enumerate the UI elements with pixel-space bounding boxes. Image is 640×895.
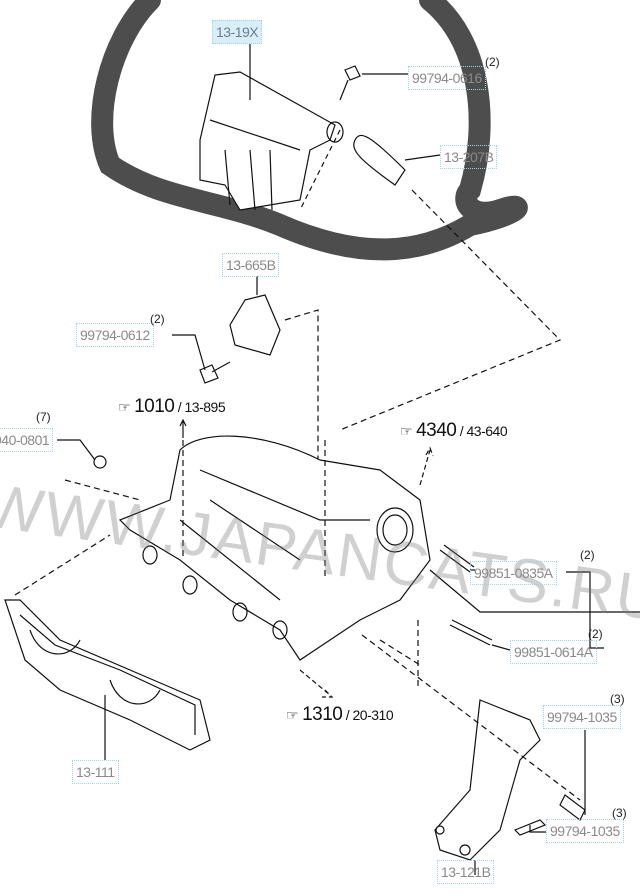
intake-manifold-part <box>118 435 431 661</box>
hose-part <box>353 134 406 186</box>
ref-group: 4340 <box>416 420 457 441</box>
bolt-part <box>199 361 231 384</box>
ref-sub: / 20-310 <box>345 707 394 723</box>
qty-label: (2) <box>588 627 603 641</box>
part-label-13-121b[interactable]: 13-121B <box>437 860 495 884</box>
part-label-99794-1035[interactable]: 99794-1035 <box>543 705 621 729</box>
qty-label: (2) <box>485 55 500 69</box>
ref-sub: / 13-895 <box>177 399 226 415</box>
part-label-13-111[interactable]: 13-111 <box>72 760 119 784</box>
bolt-part <box>513 819 547 836</box>
part-label-99851-0835a[interactable]: 99851-0835A <box>470 561 557 585</box>
gasket-part <box>4 599 211 751</box>
ref-group: 1010 <box>134 396 175 417</box>
qty-label: (7) <box>36 410 51 424</box>
pointing-hand-icon: ☞ <box>118 399 131 415</box>
stud-part <box>449 619 493 646</box>
reservoir-tank-part <box>199 71 336 211</box>
ref-group: 1310 <box>302 704 343 725</box>
highlight-loop <box>91 0 528 261</box>
part-label-99794-0612[interactable]: 99794-0612 <box>76 323 154 347</box>
qty-label: (3) <box>612 806 627 820</box>
qty-label: (3) <box>610 692 625 706</box>
part-label-940-0801[interactable]: 940-0801 <box>0 428 54 452</box>
ref-link-1010[interactable]: ☞1010 / 13-895 <box>118 396 226 418</box>
support-bracket-part <box>434 699 541 861</box>
pointing-hand-icon: ☞ <box>286 707 299 723</box>
part-label-13-665b[interactable]: 13-665B <box>222 253 280 277</box>
part-label-13-207b[interactable]: 13-207B <box>440 145 498 169</box>
bolt-part <box>339 65 361 101</box>
stud-part <box>439 544 475 573</box>
bracket-part <box>229 294 281 356</box>
ref-sub: / 43-640 <box>459 423 508 439</box>
part-label-99794-1035[interactable]: 99794-1035 <box>546 819 624 843</box>
ref-link-4340[interactable]: ☞4340 / 43-640 <box>400 420 508 442</box>
part-label-99851-0614a[interactable]: 99851-0614A <box>510 640 597 664</box>
part-label-99794-0616[interactable]: 99794-0616 <box>408 66 486 90</box>
nut-part <box>93 455 107 469</box>
pointing-hand-icon: ☞ <box>400 423 413 439</box>
bolt-part <box>559 794 586 821</box>
qty-label: (2) <box>150 312 165 326</box>
ref-link-1310[interactable]: ☞1310 / 20-310 <box>286 704 394 726</box>
part-label-13-19x[interactable]: 13-19X <box>212 20 263 44</box>
qty-label: (2) <box>580 548 595 562</box>
